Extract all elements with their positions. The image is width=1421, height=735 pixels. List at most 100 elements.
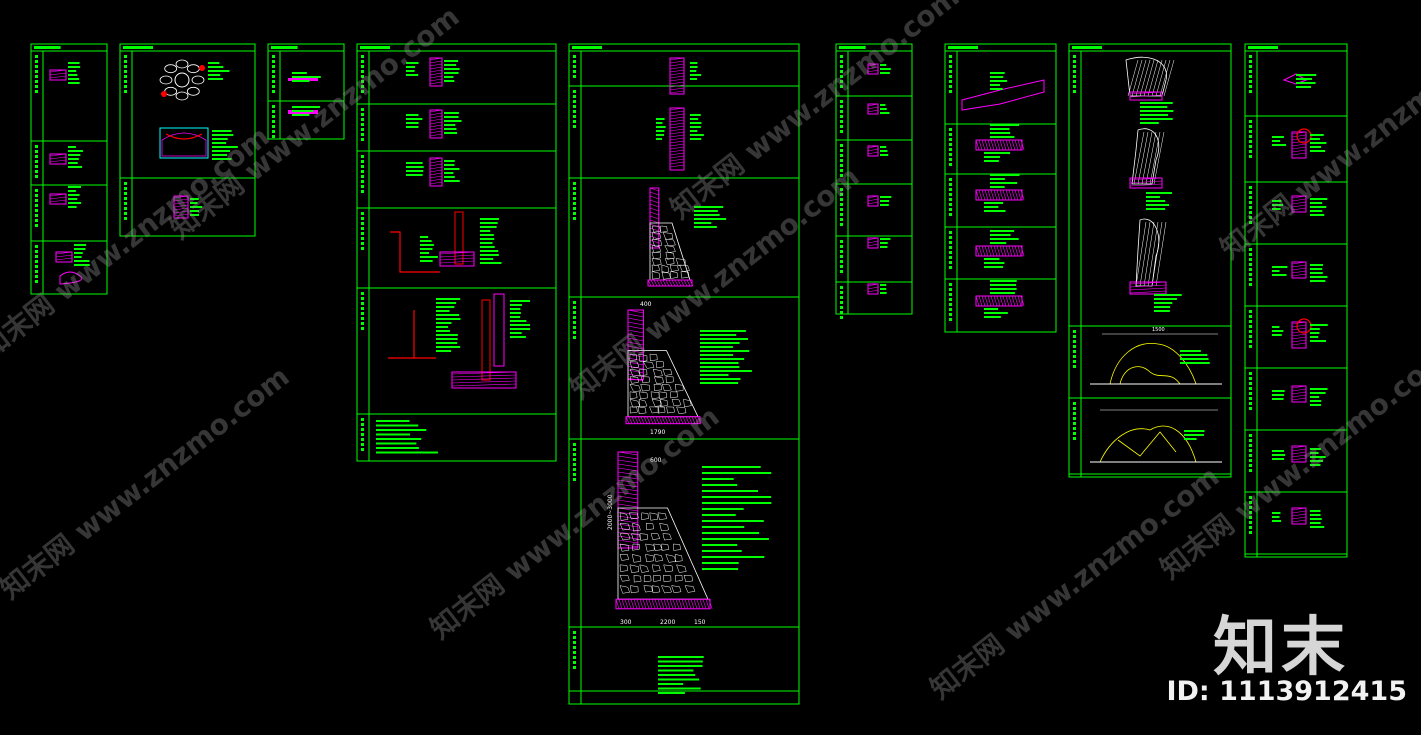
hatch-line — [867, 148, 879, 152]
row-label-glyph — [573, 656, 576, 659]
watermark-text: 知末网 www.znzmo.com — [164, 0, 465, 246]
note-line — [420, 260, 433, 262]
stone — [619, 564, 628, 572]
note-line — [480, 258, 494, 260]
paving-section — [975, 245, 1023, 257]
hatch-line — [55, 257, 73, 261]
note-line — [68, 190, 76, 192]
note-line — [436, 338, 458, 340]
row-label-glyph — [573, 115, 576, 118]
row-label-glyph — [1073, 80, 1076, 83]
note-line — [694, 214, 720, 216]
hatch-line — [1291, 445, 1307, 449]
hatch-line — [689, 279, 694, 287]
note-line — [700, 366, 740, 368]
row-label-glyph — [361, 227, 364, 230]
note-line — [406, 74, 419, 76]
hatch-line — [702, 599, 707, 609]
detail-section — [1129, 281, 1167, 295]
hatch-line — [621, 599, 626, 609]
note-line — [444, 172, 454, 174]
row-label-glyph — [1249, 75, 1252, 78]
row-label-glyph — [840, 115, 843, 118]
row-label-glyph — [35, 85, 38, 88]
hatch-line — [1291, 321, 1307, 325]
stone — [632, 543, 640, 551]
row-label-glyph — [124, 80, 127, 83]
row-label-glyph — [1249, 268, 1252, 271]
dimension-label: 2000~3000 — [607, 494, 614, 530]
stone — [660, 225, 668, 233]
annotation-notes — [1272, 136, 1287, 146]
hatch-line — [615, 599, 620, 609]
stone — [643, 574, 652, 583]
hatch-line — [669, 128, 685, 132]
note-line — [212, 154, 228, 156]
annotation-notes — [1146, 192, 1172, 210]
note-line — [436, 334, 458, 336]
row-label-glyph — [840, 260, 843, 263]
annotation-notes — [1310, 134, 1327, 152]
note-line — [212, 130, 232, 132]
row-label-glyph — [361, 165, 364, 168]
row-label-glyph — [35, 250, 38, 253]
hatch-line — [690, 599, 695, 609]
hatch-line — [993, 245, 998, 257]
row-label-glyph — [1249, 273, 1252, 276]
row-label-glyph — [361, 443, 364, 446]
row-label-glyph — [949, 178, 952, 181]
hatch-line — [649, 207, 659, 212]
row-label-glyph — [573, 661, 576, 664]
row-label-glyph — [1249, 387, 1252, 390]
stone — [619, 585, 631, 594]
hatch-line — [669, 137, 685, 141]
hatch-line — [1291, 519, 1307, 523]
note-line — [990, 128, 1010, 130]
note-line — [880, 284, 887, 286]
row-label-glyph — [1073, 65, 1076, 68]
stone — [645, 543, 655, 552]
row-label-glyph — [1249, 464, 1252, 467]
hatch-line — [669, 84, 685, 88]
hatch-line — [617, 479, 638, 484]
hatch-line — [694, 416, 699, 424]
row-label-glyph — [573, 453, 576, 456]
note-line — [984, 156, 1000, 158]
row-label-glyph — [1073, 412, 1076, 415]
row-label-glyph — [840, 255, 843, 258]
row-label-glyph — [35, 245, 38, 248]
hatch-line — [708, 599, 713, 609]
hatch-line — [691, 416, 696, 424]
note-line — [700, 382, 739, 384]
row-label-glyph — [35, 260, 38, 263]
drawing-id-label: ID: 1113912415 — [1166, 676, 1407, 707]
row-label-glyph — [124, 202, 127, 205]
row-label-glyph — [949, 251, 952, 254]
row-label-glyph — [573, 55, 576, 58]
sheet-frame — [30, 43, 108, 295]
hatch-line — [173, 195, 189, 199]
hatch-line — [987, 139, 992, 151]
hatch-line — [1291, 327, 1307, 331]
hatch-line — [867, 63, 879, 67]
hatch-line — [646, 416, 651, 424]
row-label-glyph — [35, 255, 38, 258]
note-line — [1310, 202, 1323, 204]
row-label-glyph — [573, 326, 576, 329]
stone — [645, 554, 654, 563]
hatch-line — [867, 289, 879, 293]
hatch-line — [1291, 342, 1307, 346]
hatch-line — [173, 204, 189, 208]
hatch-line — [669, 110, 685, 114]
hatch-line — [1291, 261, 1307, 265]
note-line — [1272, 270, 1280, 272]
row-label-glyph — [949, 308, 952, 311]
note-line — [480, 250, 499, 252]
note-line — [658, 678, 700, 681]
row-label-glyph — [1073, 437, 1076, 440]
row-label-glyph — [1249, 216, 1252, 219]
note-line — [436, 314, 460, 316]
row-label-glyph — [361, 428, 364, 431]
